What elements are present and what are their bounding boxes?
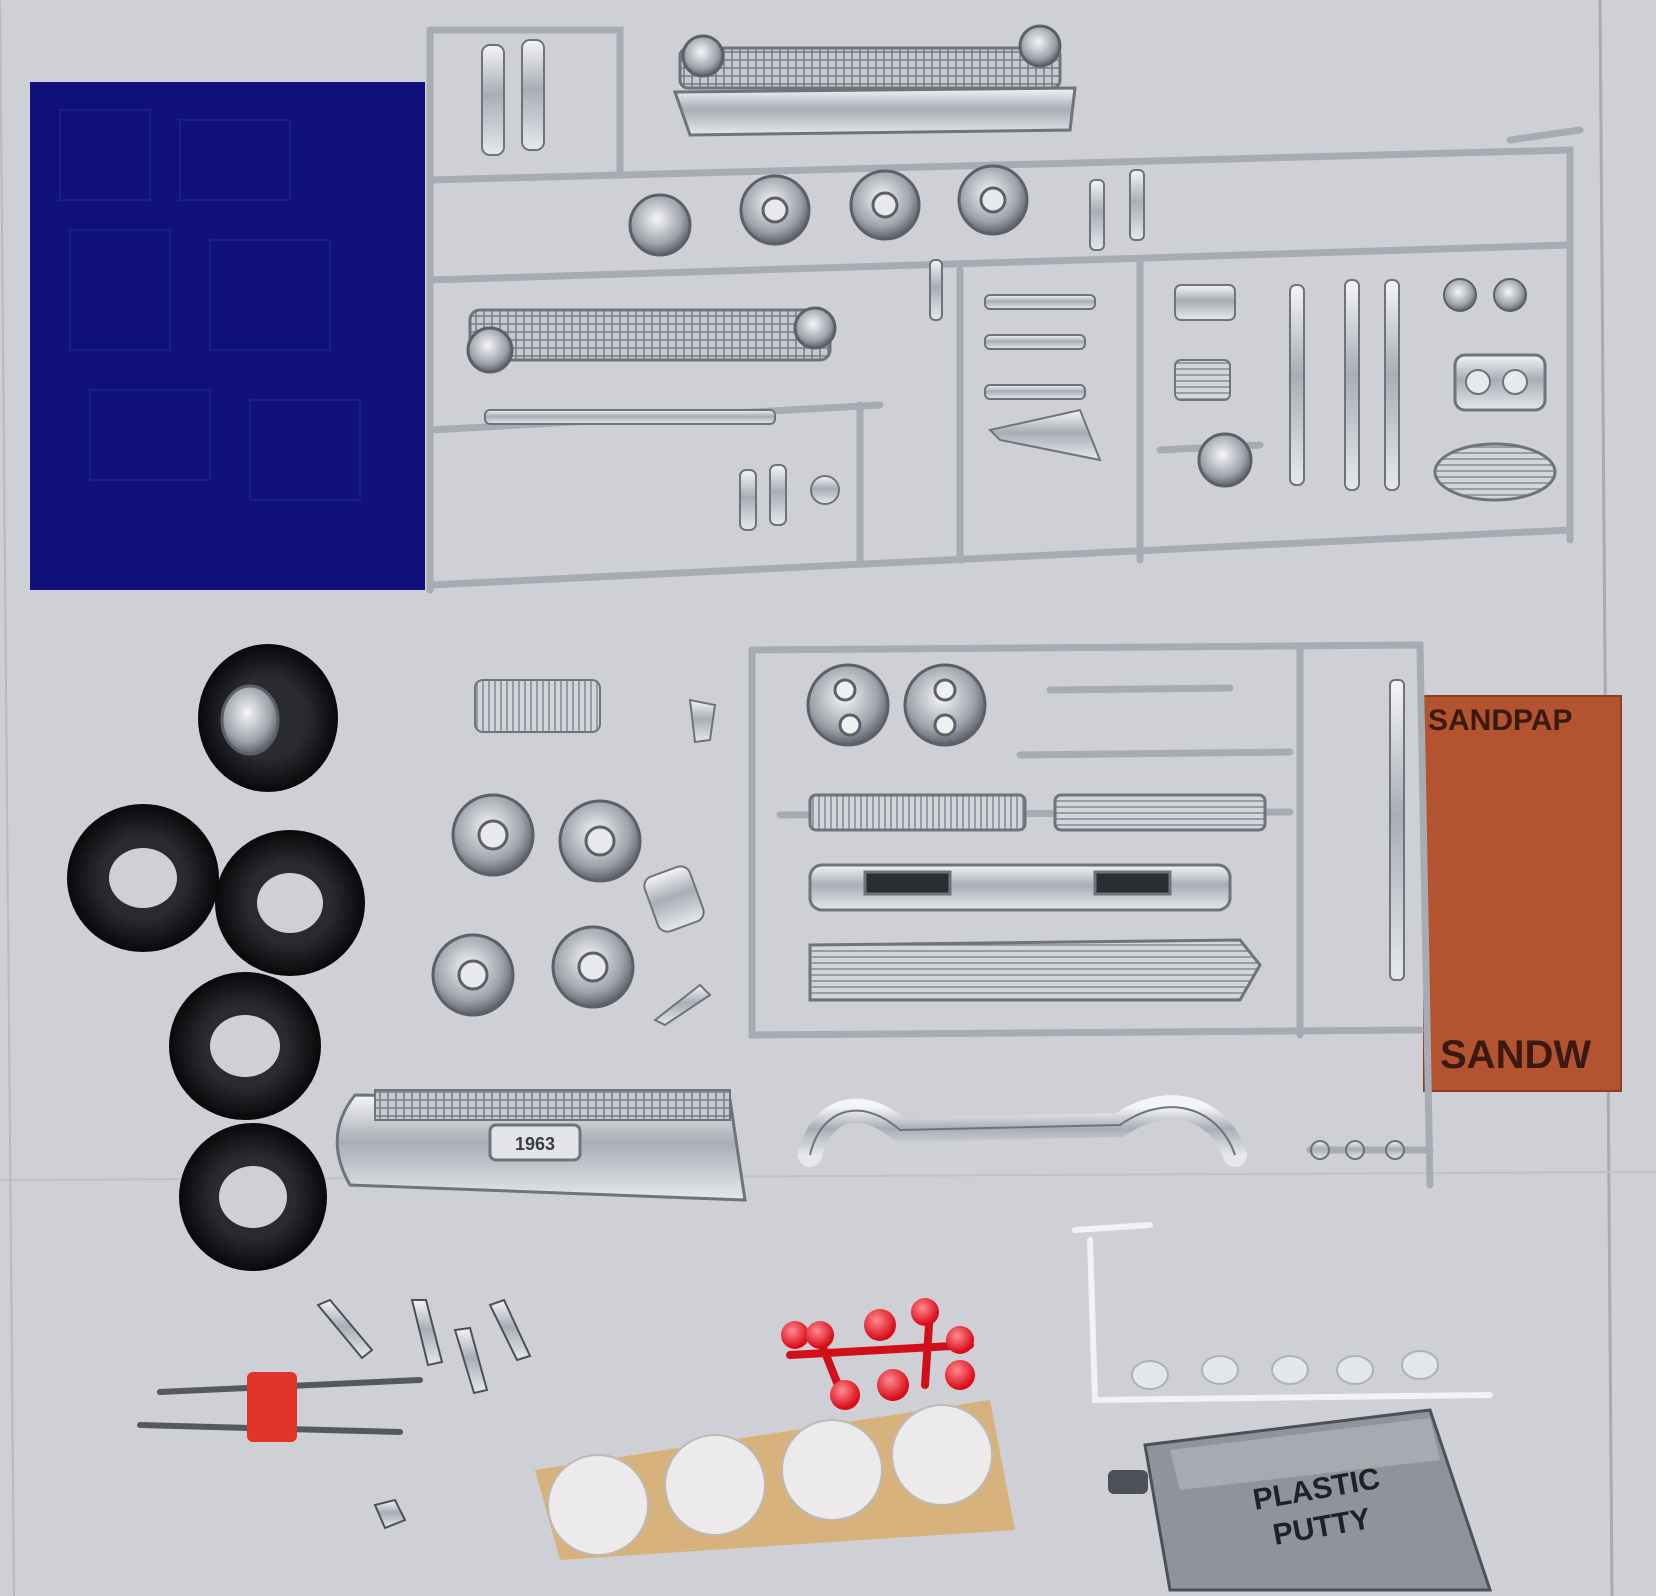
small-chrome-pieces [739, 169, 1145, 531]
mounted-tire [198, 644, 338, 792]
grille-rear [466, 306, 837, 374]
tire-2 [215, 830, 365, 976]
shock-absorbers [481, 39, 545, 156]
bumper-year-plate: 1963 [515, 1134, 555, 1154]
sandpaper-top-label: SANDPAP [1428, 704, 1572, 737]
grille-front [672, 24, 1077, 137]
clear-parts-sprue [1072, 1222, 1493, 1404]
hubcaps-top-row [628, 164, 1029, 257]
front-bumper: 1963 [335, 1089, 747, 1202]
blue-felt-sheet [30, 82, 425, 590]
loose-chrome-pieces [474, 679, 717, 1027]
rear-bumper [798, 1095, 1247, 1167]
axle-rods [137, 1372, 423, 1442]
screws [316, 1298, 532, 1530]
tire-1 [67, 804, 219, 952]
trim-strips [484, 294, 1102, 462]
sandpaper-bottom-label: SANDW [1440, 1033, 1591, 1077]
sandpaper-sheet: SANDPAP SANDW [1423, 695, 1622, 1092]
tires [67, 644, 365, 1271]
loose-wheels [431, 793, 642, 1017]
putty-tube: PLASTIC PUTTY [1108, 1408, 1493, 1592]
vertical-trim-rods [1310, 679, 1405, 1160]
side-trim-panels [808, 793, 1267, 1002]
tire-4 [179, 1123, 327, 1271]
chrome-sprue-tree-top [426, 26, 1584, 594]
red-taillight-lenses [781, 1298, 975, 1410]
headlight-buckets [806, 663, 987, 747]
engine-parts [1174, 278, 1557, 502]
decal-sheet [535, 1400, 1015, 1560]
tire-3 [169, 972, 321, 1120]
